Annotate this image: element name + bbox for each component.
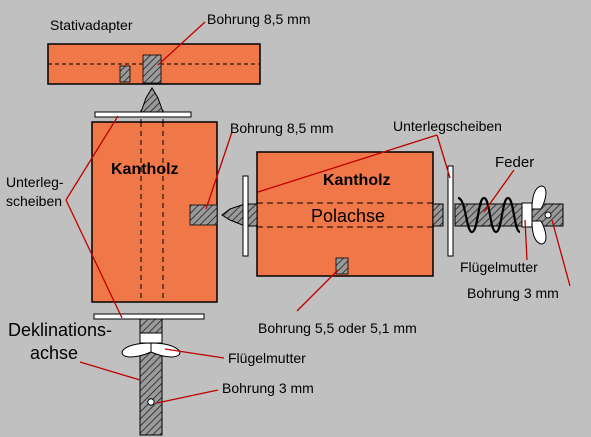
- wing-nut-bottom: [121, 332, 181, 358]
- bohrung-55-hole: [335, 257, 349, 275]
- label-deklinations-1: Deklinations-: [8, 320, 113, 340]
- label-bohrung-55: Bohrung 5,5 oder 5,1 mm: [258, 320, 417, 336]
- washer-polar-left: [242, 175, 249, 257]
- declination-axis-rod-dashes: [140, 122, 164, 302]
- label-fluegelmutter-right: Flügelmutter: [460, 259, 538, 275]
- label-bohrung-3-bottom: Bohrung 3 mm: [222, 380, 314, 396]
- label-bohrung-mid: Bohrung 8,5 mm: [230, 120, 334, 136]
- label-kantholz-right: Kantholz: [323, 172, 391, 189]
- washer-bottom: [93, 313, 205, 320]
- wing-nut-right: [521, 185, 547, 245]
- washer-polar-right: [447, 165, 454, 257]
- stativadapter-block: [47, 43, 261, 85]
- label-feder: Feder: [495, 154, 535, 171]
- label-stativadapter: Stativadapter: [50, 17, 133, 33]
- leader-lines: [65, 21, 571, 404]
- label-bohrung-top: Bohrung 8,5 mm: [207, 11, 311, 27]
- washer-top: [94, 111, 192, 118]
- bohrung-left-hole: [189, 204, 218, 226]
- spring: [457, 196, 521, 234]
- label-unterleg-left-1: Unterleg-: [6, 174, 64, 190]
- label-kantholz-left: Kantholz: [111, 161, 179, 178]
- label-deklinations-2: achse: [30, 343, 79, 363]
- label-unterlegscheiben-right: Unterlegscheiben: [393, 118, 502, 134]
- rod-tip-top: [140, 87, 164, 113]
- label-unterleg-left-2: scheiben: [6, 193, 63, 209]
- label-fluegelmutter-bottom: Flügelmutter: [228, 350, 306, 366]
- label-bohrung-3-right: Bohrung 3 mm: [467, 285, 559, 301]
- label-polachse: Polachse: [311, 206, 386, 226]
